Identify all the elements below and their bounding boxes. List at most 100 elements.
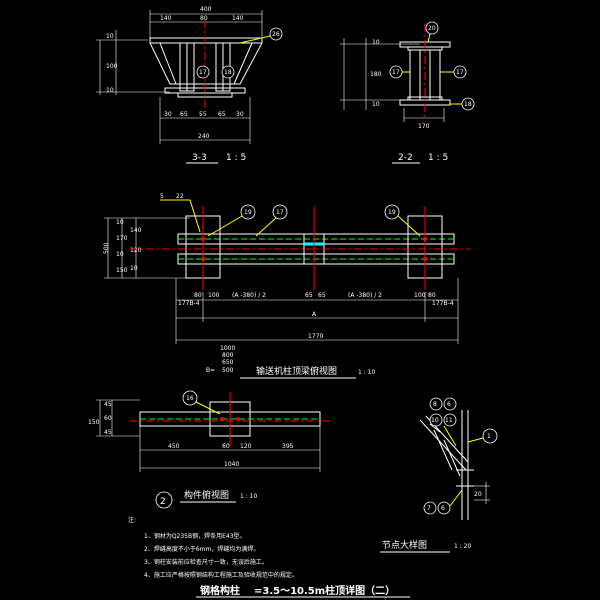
- dim-plan-left-1: 10: [116, 219, 124, 226]
- node-title: 节点大样图: [382, 539, 427, 551]
- section-3-3-title: 3-3: [192, 153, 207, 163]
- dim-member-bot-0: 450: [168, 443, 180, 450]
- dim-member-left-1: 45: [104, 401, 112, 408]
- callout-3-3-a: 26: [272, 31, 280, 38]
- note-2: 2、焊缝高度不小于6mm，焊缝均为满焊。: [144, 545, 259, 553]
- plan-title: 输送机柱顶梁俯视图: [256, 365, 337, 377]
- callout-bubble: [443, 413, 457, 427]
- dim-plan-bot-7: 100: [414, 292, 426, 299]
- callout-node-3: 11: [445, 417, 453, 424]
- plan-table-val-3: 500: [222, 367, 234, 374]
- dim-3-3-bot-b: 65: [180, 111, 188, 118]
- dim-plan-left-7: 10: [130, 265, 138, 272]
- callout-node-1: 6: [447, 401, 451, 408]
- dim-member-left-3: 45: [104, 429, 112, 436]
- plan-weld-size: 22: [176, 193, 184, 200]
- dim-3-3-bot-a: 30: [164, 111, 172, 118]
- dim-3-3-top-a: 140: [160, 15, 172, 22]
- callout-bubble: [384, 204, 400, 220]
- dim-plan-middle: A: [312, 311, 317, 318]
- dim-plan-bot-5: 65: [318, 292, 326, 299]
- plan-table-val-1: 800: [222, 352, 234, 359]
- dim-2-2-bottom: 170: [418, 123, 430, 130]
- drawing-title: 钢格构柱 =3.5～10.5m柱顶详图（二）: [196, 584, 410, 598]
- callout-2-2-c: 17: [456, 69, 464, 76]
- dim-plan-left-2: 170: [116, 235, 128, 242]
- callout-plan-b: 17: [276, 209, 284, 216]
- member-circle-number: [155, 491, 173, 509]
- plan-table-val-0: 1000: [220, 345, 235, 352]
- callout-node-6: 6: [441, 505, 445, 512]
- dim-3-3-bot-c: 55: [199, 111, 207, 118]
- note-1: 1、钢材为Q235B钢，焊条用E43型。: [144, 532, 246, 540]
- drawing-title-label: 钢格构柱: [200, 584, 240, 597]
- section-2-2-scale: 1 : 5: [428, 153, 448, 163]
- dim-2-2-left-b: 180: [370, 71, 382, 78]
- dim-3-3-total: 240: [198, 133, 210, 140]
- node-detail: 8 6 10 11 1 7 6 20 节点大样图 1 : 20: [380, 397, 498, 553]
- callout-bubble: [423, 501, 437, 515]
- dim-3-3-top-c: 140: [232, 15, 244, 22]
- callout-plan-a: 19: [244, 209, 252, 216]
- drawing-title-range: =3.5～10.5m柱顶详图（二）: [254, 584, 395, 597]
- callout-2-2-a: 20: [428, 25, 436, 32]
- dim-2-2-left-a: 10: [372, 39, 380, 46]
- plan-weld-label: 5: [160, 193, 164, 200]
- dim-3-3-bot-e: 30: [236, 111, 244, 118]
- callout-node-2: 10: [431, 417, 439, 424]
- callout-3-3-c: 18: [224, 69, 232, 76]
- section-3-3-scale: 1 : 5: [226, 153, 246, 163]
- callout-node-4: 1: [487, 433, 491, 440]
- callout-node-0: 8: [433, 401, 437, 408]
- section-2-2: 10 180 10 20 17 17 18 170 2-2 1 : 5: [340, 21, 475, 164]
- plan-table-label: B=: [206, 367, 215, 374]
- callout-2-2-d: 18: [464, 101, 472, 108]
- callout-bubble: [482, 428, 498, 444]
- dim-member-bot-2: 120: [240, 443, 252, 450]
- callout-bubble: [221, 65, 235, 79]
- callout-bubble: [240, 204, 256, 220]
- plan-scale: 1 : 10: [358, 369, 375, 376]
- callout-bubble: [196, 65, 210, 79]
- dim-plan-left-6: 120: [130, 247, 142, 254]
- dim-plan-bot-4: 65: [305, 292, 313, 299]
- dim-member-left-2: 60: [104, 415, 112, 422]
- dim-2-2-left-c: 10: [372, 101, 380, 108]
- dim-member-bot-1: 60: [222, 443, 230, 450]
- dim-3-3-top-b: 80: [200, 15, 208, 22]
- dim-plan-bot-0: 177B-4: [178, 300, 200, 307]
- dim-plan-bot-8: 80: [428, 292, 436, 299]
- dim-plan-bot-9: 177B-4: [432, 300, 454, 307]
- dim-3-3-left-c: 10: [106, 87, 114, 94]
- node-dim: 20: [474, 491, 482, 498]
- plan-view: 500 10 170 10 150 140 120 10: [103, 193, 470, 379]
- section-3-3: 400 140 80 140 10 100 10 26: [96, 6, 283, 164]
- dim-plan-total: 1770: [308, 333, 323, 340]
- dim-plan-left-3: 10: [116, 251, 124, 258]
- notes-heading: 注:: [128, 516, 136, 524]
- callout-bubble: [437, 501, 451, 515]
- member-title: 构件俯视图: [184, 489, 229, 501]
- callout-bubble: [182, 390, 198, 406]
- dim-plan-bot-2: 100: [208, 292, 220, 299]
- dim-3-3-bot-d: 65: [218, 111, 226, 118]
- dim-member-bot-3: 395: [282, 443, 294, 450]
- callout-bubble: [429, 397, 443, 411]
- dim-plan-left-0: 500: [103, 242, 110, 254]
- member-plan: 150 45 60 45 16 450 60 120 395 1040 2 构件…: [88, 390, 330, 509]
- callout-3-3-b: 17: [199, 69, 207, 76]
- member-circle-num: 2: [160, 497, 166, 507]
- dim-3-3-top-total: 400: [200, 6, 212, 13]
- callout-member: 16: [186, 395, 194, 402]
- dim-member-left-0: 150: [88, 419, 100, 426]
- member-scale: 1 : 10: [240, 493, 257, 500]
- note-3: 3、钢柱安装前应检查尺寸一致，无误后施工。: [144, 558, 268, 566]
- section-2-2-title: 2-2: [398, 153, 413, 163]
- dim-plan-left-4: 150: [116, 267, 128, 274]
- note-4: 4、施工应严格按照钢结构工程施工及验收规范中的规定。: [144, 571, 298, 579]
- plan-table-val-2: 650: [222, 359, 234, 366]
- callout-bubble: [425, 21, 439, 35]
- node-scale: 1 : 20: [454, 543, 471, 550]
- callout-bubble: [269, 27, 283, 41]
- dim-plan-bot-3: (A -380) / 2: [232, 292, 266, 299]
